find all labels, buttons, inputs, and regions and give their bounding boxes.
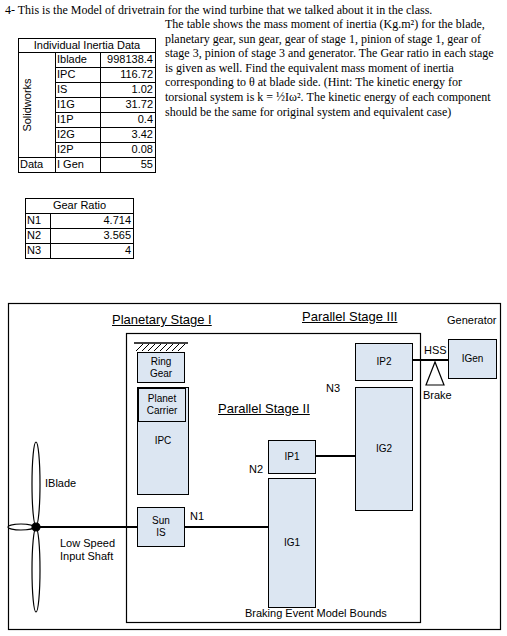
stage-title: Parallel Stage III — [302, 310, 397, 324]
stage-title: Parallel Stage II — [218, 402, 310, 416]
table-rule — [56, 157, 156, 158]
inertia-box: IPC Planet Carrier — [137, 387, 189, 495]
shaft — [185, 526, 268, 528]
table-cell: 55 — [101, 157, 153, 172]
low-speed-shaft — [38, 526, 137, 528]
box-text: IP1 — [282, 451, 301, 463]
shaft — [316, 455, 355, 457]
box-text: IP2 — [374, 356, 393, 368]
table-rule — [56, 97, 156, 98]
table-rule — [56, 127, 156, 128]
table-cell: I Gen — [57, 157, 100, 172]
part-label: Low Speed Input Shaft — [60, 537, 132, 563]
shaft — [413, 359, 448, 361]
inertia-box: IP1 — [268, 440, 316, 474]
table-cell: 116.72 — [101, 67, 153, 82]
table-grid — [19, 39, 156, 173]
table-cell: 3.565 — [51, 228, 131, 243]
box-text: Ring Gear — [138, 356, 184, 380]
blade — [8, 524, 34, 530]
hatch-stroke — [178, 344, 185, 351]
table-cell: N2 — [27, 228, 50, 243]
box-text: IGen — [460, 353, 486, 365]
table-cell: 4.714 — [51, 213, 131, 228]
table-rule — [26, 213, 134, 214]
table-rows — [56, 68, 156, 158]
box-text: IG2 — [374, 443, 394, 455]
table-cell: I1P — [57, 112, 100, 127]
inertia-box: IG2 — [355, 387, 413, 511]
table-cell: 4 — [51, 243, 131, 258]
inertia-box: IG1 — [268, 478, 316, 608]
table-cell: 998138.4 — [101, 52, 153, 67]
gear-table-grid — [26, 199, 134, 259]
table-rule — [50, 214, 51, 259]
inertia-box: IP2 — [355, 343, 413, 381]
inertia-box: SunIS — [137, 507, 185, 547]
box-text: IS — [154, 527, 167, 539]
table-rule — [19, 157, 56, 158]
part-label: Brake — [423, 388, 452, 402]
table-rule — [56, 112, 156, 113]
table-border — [26, 199, 134, 259]
hatch-stroke — [142, 344, 149, 351]
table-cell: N1 — [27, 213, 50, 228]
table-border — [19, 39, 156, 173]
table-cell: IPC — [57, 67, 100, 82]
hatch-stroke — [160, 344, 167, 351]
table-cell: Gear Ratio — [25, 198, 134, 213]
question-text: 4- This is the Model of drivetrain for t… — [5, 3, 505, 18]
box-text: IPC — [153, 435, 174, 447]
part-label: N2 — [249, 462, 263, 476]
table-cell: Data — [20, 157, 54, 172]
table-cell: 1.02 — [101, 82, 153, 97]
ground-line — [134, 342, 188, 344]
part-label: Generator — [447, 313, 497, 327]
table-cell: I1G — [57, 97, 100, 112]
table-rule — [26, 228, 134, 229]
hatch-stroke — [166, 344, 173, 351]
blade — [32, 528, 40, 612]
stage-title: Planetary Stage I — [112, 313, 212, 327]
brake-symbol — [426, 362, 444, 385]
table-cell: 3.42 — [101, 127, 153, 142]
diagram-frame — [9, 304, 501, 630]
braking-bounds — [127, 334, 421, 623]
hatch-stroke — [148, 344, 155, 351]
table-cell: Solidworks — [20, 55, 34, 155]
inertia-box: Ring Gear — [137, 352, 185, 383]
box-text: Sun — [150, 515, 172, 527]
table-cell: IS — [57, 82, 100, 97]
hatch-stroke — [154, 344, 161, 351]
table-cell: 0.08 — [101, 142, 153, 157]
inertia-box: Planet Carrier — [138, 388, 186, 422]
table-rule — [26, 243, 134, 244]
table-cell: Iblade — [57, 52, 100, 67]
question-text: The table shows the mass moment of inert… — [165, 17, 503, 119]
part-label: Braking Event Model Bounds — [245, 606, 387, 620]
hatch-stroke — [172, 344, 179, 351]
table-cell: Individual Inertia Data — [18, 38, 156, 53]
table-cell: 0.4 — [101, 112, 153, 127]
ground-hatch — [136, 344, 185, 351]
table-cell: I2P — [57, 142, 100, 157]
inertia-box: IGen — [448, 339, 497, 379]
part-label: HSS — [424, 343, 447, 357]
hatch-stroke — [136, 344, 143, 351]
table-cell: I2G — [57, 127, 100, 142]
box-text: Planet Carrier — [139, 393, 185, 417]
blade-symbol — [8, 442, 40, 612]
table-rule — [56, 67, 156, 68]
blade — [32, 442, 40, 526]
table-cell: N3 — [27, 243, 50, 258]
table-rule — [19, 52, 156, 53]
table-rule — [56, 142, 156, 143]
part-label: N3 — [326, 381, 340, 395]
box-text: IG1 — [282, 537, 302, 549]
table-cell: 31.72 — [101, 97, 153, 112]
part-label: N1 — [190, 509, 204, 523]
table-rule — [56, 82, 156, 83]
part-label: IBlade — [45, 476, 76, 490]
